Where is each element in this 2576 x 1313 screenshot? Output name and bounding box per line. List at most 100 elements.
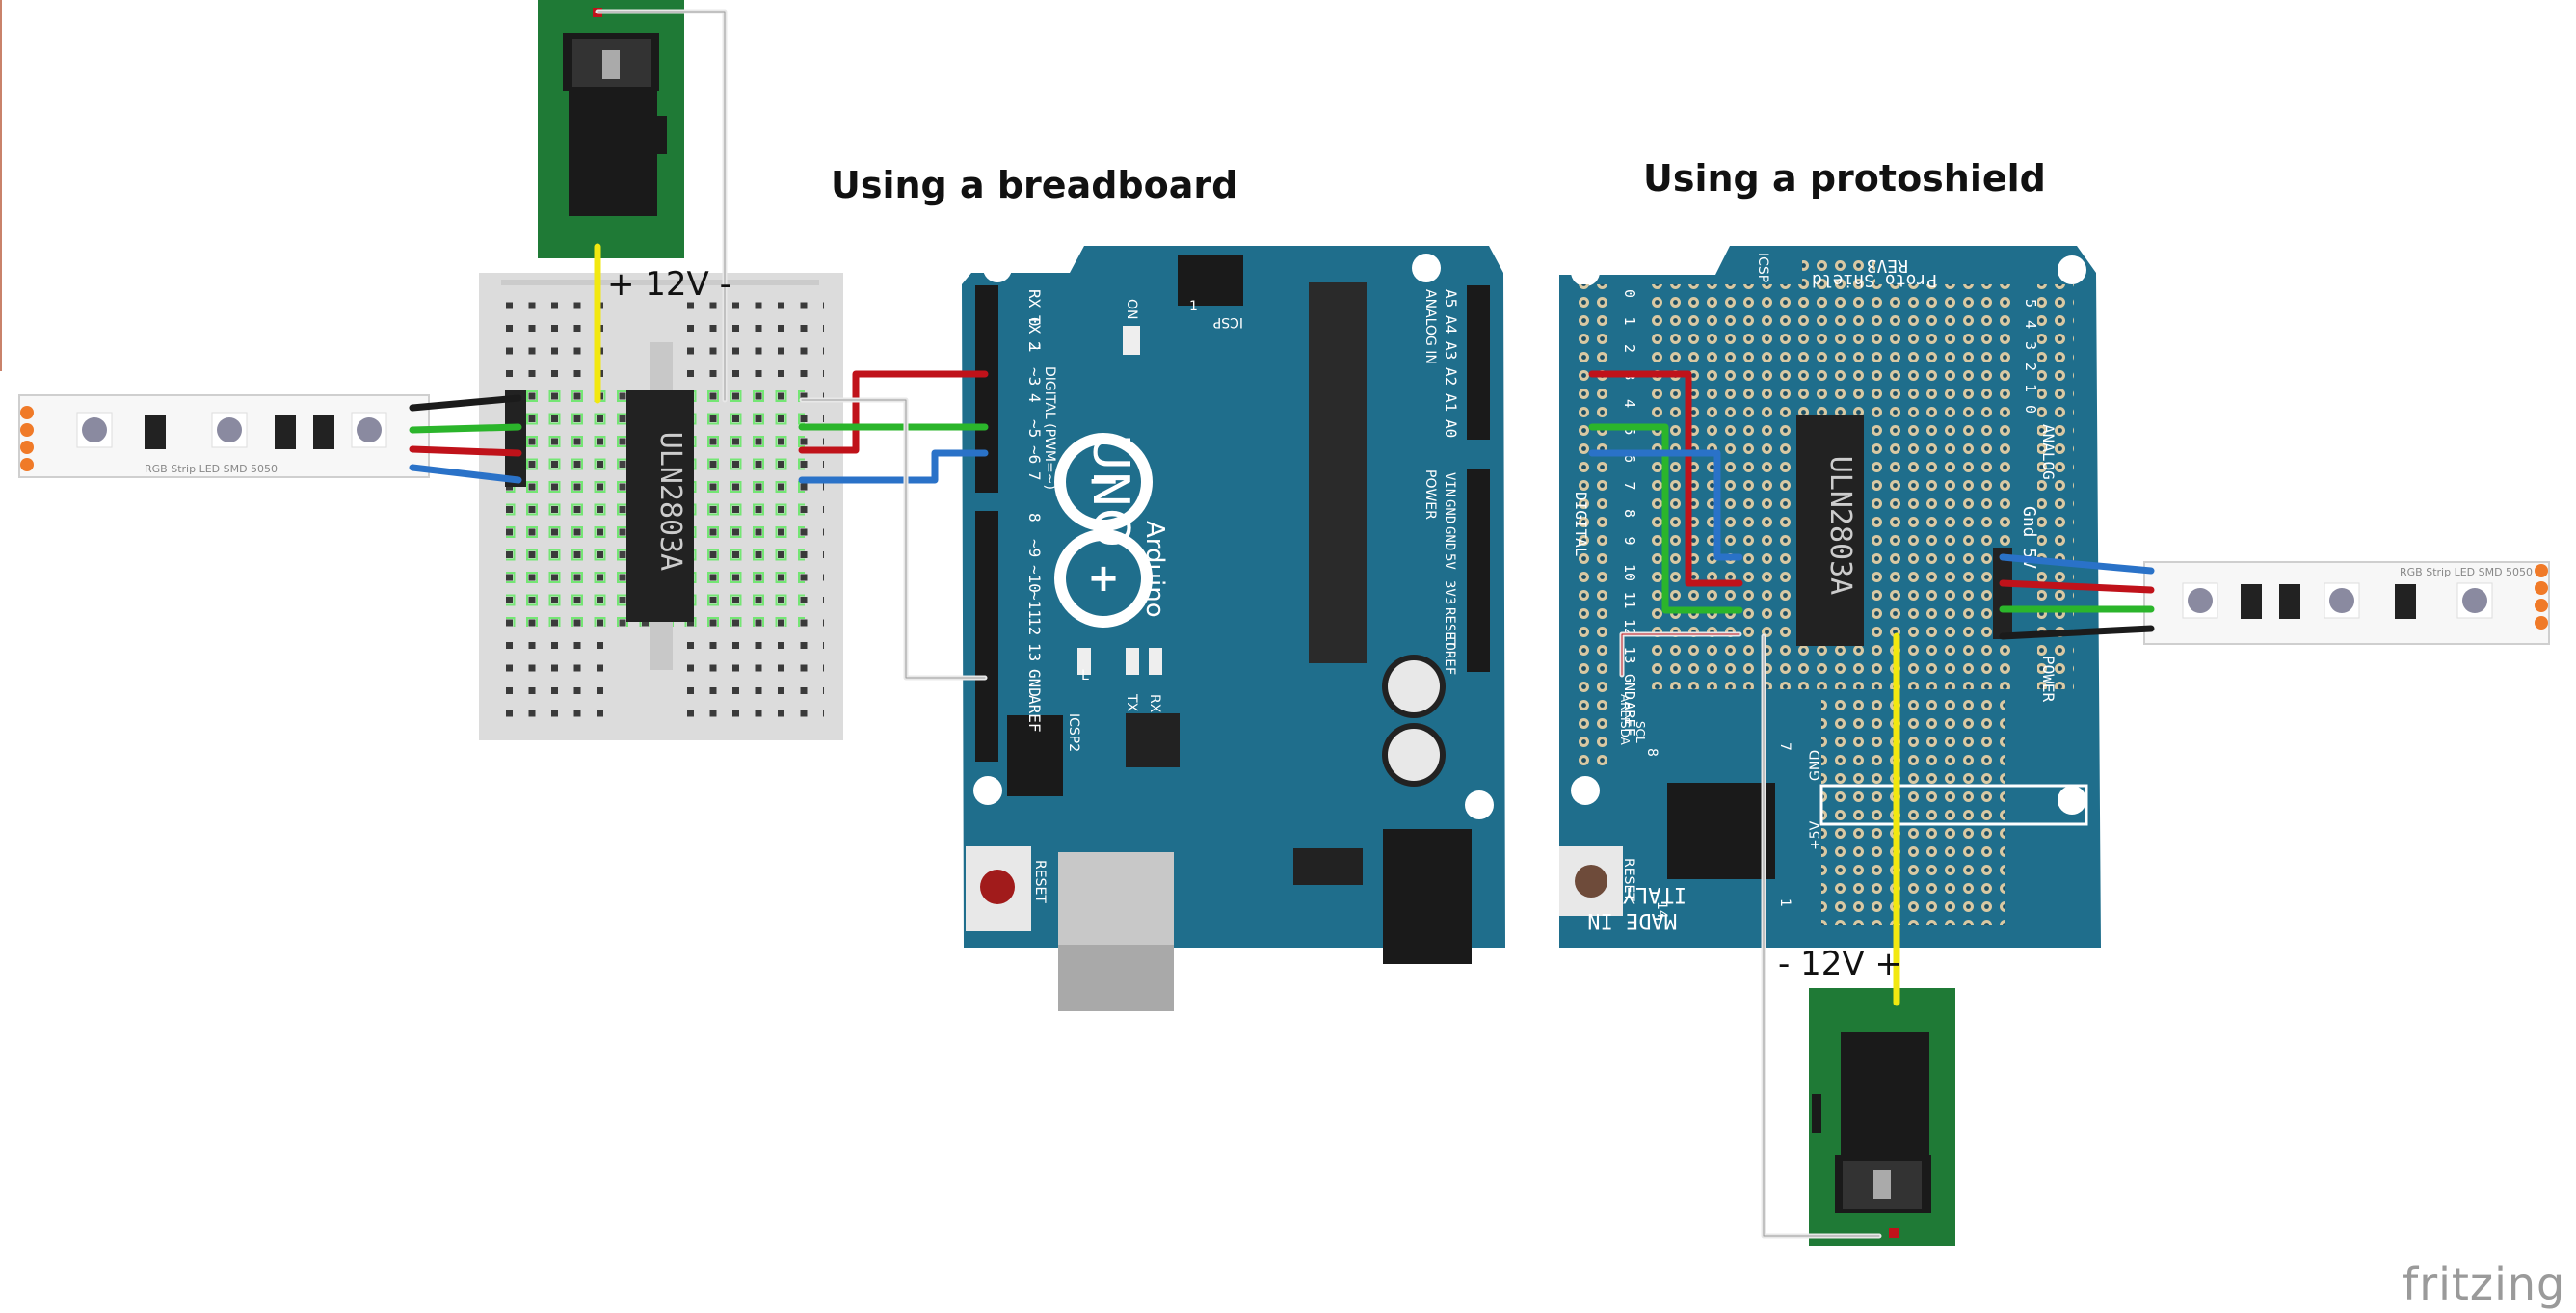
protoshield-digital-pin-label: 5	[1621, 427, 1638, 436]
uno-digital-pin-label: 2	[1025, 341, 1044, 351]
pin-header-left	[505, 390, 526, 487]
icsp-pin-1-label: 1	[1189, 299, 1198, 314]
svg-text:−: −	[1087, 459, 1120, 503]
rx-label: RX	[1147, 694, 1162, 713]
protoshield-pin8-label: 8	[1644, 748, 1660, 757]
uno-analog-pin-label: A0	[1442, 419, 1460, 438]
uno-digital-pin-label: ~10	[1025, 565, 1044, 593]
protoshield-analog-pin-label: 0	[2022, 405, 2039, 414]
uno-digital-pin-label: ~6	[1025, 445, 1044, 464]
protoshield-digital-pin-label: 9	[1621, 537, 1638, 546]
protoshield-reset-label: RESET	[1621, 858, 1636, 901]
fritzing-logo: fritzing	[2403, 1258, 2566, 1310]
protoshield-scl-label: SCL	[1633, 721, 1647, 743]
protoshield-pin7-label: 7	[1777, 742, 1793, 751]
protoshield-gnd-label: GND	[1808, 750, 1823, 781]
protoshield-digital-pin-label: GND	[1621, 674, 1638, 700]
uno-analog-pin-label: A2	[1442, 367, 1460, 386]
protoshield-aref-label: AREF	[1618, 694, 1632, 724]
protoshield-analog-pin-labels: 5 4 3 2 1 0	[2022, 299, 2039, 414]
uno-power-pin-label: RESET	[1442, 607, 1457, 649]
protoshield: ULN2803A Proto Shield REV3 ICSP DIGITAL …	[1559, 246, 2101, 948]
dc-jack-bottom	[1809, 988, 1955, 1246]
uno-analog-pin-label: A5	[1442, 289, 1460, 308]
chip-label-proto: ULN2803A	[1823, 456, 1857, 596]
made-in-label: MADE IN	[1587, 908, 1677, 932]
uln2803a-chip-breadboard: ULN2803A	[626, 390, 694, 622]
protoshield-digital-pin-label: 7	[1621, 482, 1638, 491]
protoshield-digital-pin-label: 6	[1621, 454, 1638, 463]
protoshield-digital-pin-label: 11	[1621, 592, 1638, 609]
uno-analog-pin-label: A1	[1442, 393, 1460, 412]
protoshield-rev-label: REV3	[1867, 255, 1908, 276]
digital-pins-label: DIGITAL (PWM=~)	[1042, 366, 1057, 490]
uno-power-pin-label: GND	[1442, 499, 1457, 523]
uno-digital-pin-label: GND	[1025, 669, 1044, 697]
uno-digital-pin-label: 4	[1025, 393, 1044, 403]
uno-digital-pin-label: ~9	[1025, 539, 1044, 557]
uno-digital-pin-label: RX 0	[1025, 289, 1044, 327]
page-edge-line	[0, 0, 2, 371]
protoshield-digital-pin-label: 13	[1621, 647, 1638, 664]
label-12v-top: + 12V -	[607, 265, 731, 304]
protoshield-digital-pin-label: 4	[1621, 399, 1638, 408]
power-label: POWER	[1422, 469, 1438, 520]
arduino-model-label: UNO	[1081, 434, 1139, 548]
led-strip-left: RGB Strip LED SMD 5050	[18, 394, 430, 478]
l-led-label: L	[1081, 668, 1089, 683]
protoshield-analog-label: ANALOG	[2039, 424, 2058, 480]
protoshield-digital-label: DIGITAL	[1572, 492, 1590, 556]
protoshield-digital-pin-label: 2	[1621, 344, 1638, 353]
analog-in-label: ANALOG IN	[1422, 289, 1438, 364]
uno-digital-pin-label: 12	[1025, 617, 1044, 635]
protoshield-digital-pin-label: AREF	[1621, 702, 1638, 737]
uno-digital-pin-label: TX 1	[1025, 315, 1044, 353]
protoshield-digital-pin-label: 0	[1621, 289, 1638, 298]
wires	[409, 9, 2155, 1239]
label-12v-bottom: - 12V +	[1778, 945, 1902, 983]
icsp2-label: ICSP2	[1066, 713, 1081, 752]
protoshield-name-label: Proto Shield	[1812, 270, 1937, 290]
protoshield-digital-pin-label: 10	[1621, 564, 1638, 581]
protoshield-power-label: POWER	[2039, 656, 2058, 703]
protoshield-analog-pin-label: 5	[2022, 299, 2039, 308]
uno-digital-pin-label: AREF	[1025, 695, 1044, 733]
uno-digital-pin-label: ~3	[1025, 367, 1044, 386]
protoshield-digital-pin-label: 1	[1621, 317, 1638, 326]
uno-digital-pin-label: ~5	[1025, 419, 1044, 438]
uno-digital-pin-label: 8	[1025, 513, 1044, 523]
protoshield-sda-label: SDA	[1618, 721, 1632, 746]
led-strip-label: RGB Strip LED SMD 5050	[145, 463, 278, 475]
title-breadboard: Using a breadboard	[831, 164, 1238, 206]
protoshield-digital-pin-label: 8	[1621, 509, 1638, 518]
uno-power-pin-label: 3V3	[1442, 580, 1457, 604]
uno-power-pin-label: 5V	[1442, 553, 1457, 570]
protoshield-analog-pin-label: 3	[2022, 341, 2039, 350]
protoshield-analog-pin-label: 1	[2022, 384, 2039, 392]
arduino-uno: − + UNO Arduino DIGITAL (PWM=~) ANALOG I…	[962, 246, 1505, 1011]
dc-jack-top	[538, 0, 684, 258]
italy-label: ITALY	[1623, 882, 1686, 906]
svg-text:+: +	[1087, 556, 1120, 601]
title-protoshield: Using a protoshield	[1643, 157, 2046, 200]
arduino-brand-label: Arduino	[1140, 521, 1169, 618]
protoshield-5v-label: +5V	[1808, 820, 1823, 850]
protoshield-analog-pin-label: 2	[2022, 362, 2039, 371]
chip-label: ULN2803A	[653, 432, 687, 572]
protoshield-analog-pin-label: 4	[2022, 320, 2039, 329]
icsp-label: ICSP	[1213, 314, 1243, 330]
uno-power-pin-label: IOREF	[1442, 634, 1457, 675]
protoshield-pin1-label: 1	[1777, 898, 1793, 907]
tx-label: TX	[1124, 693, 1139, 712]
protoshield-pin14-label: 14	[1654, 901, 1669, 919]
reset-label: RESET	[1032, 860, 1048, 903]
uno-digital-pin-label: ~11	[1025, 591, 1044, 619]
protoshield-gnd5v-label: Gnd 5V	[2019, 506, 2039, 569]
led-strip-label-right: RGB Strip LED SMD 5050	[2400, 566, 2533, 578]
led-strip-right: RGB Strip LED SMD 5050	[2143, 561, 2550, 645]
